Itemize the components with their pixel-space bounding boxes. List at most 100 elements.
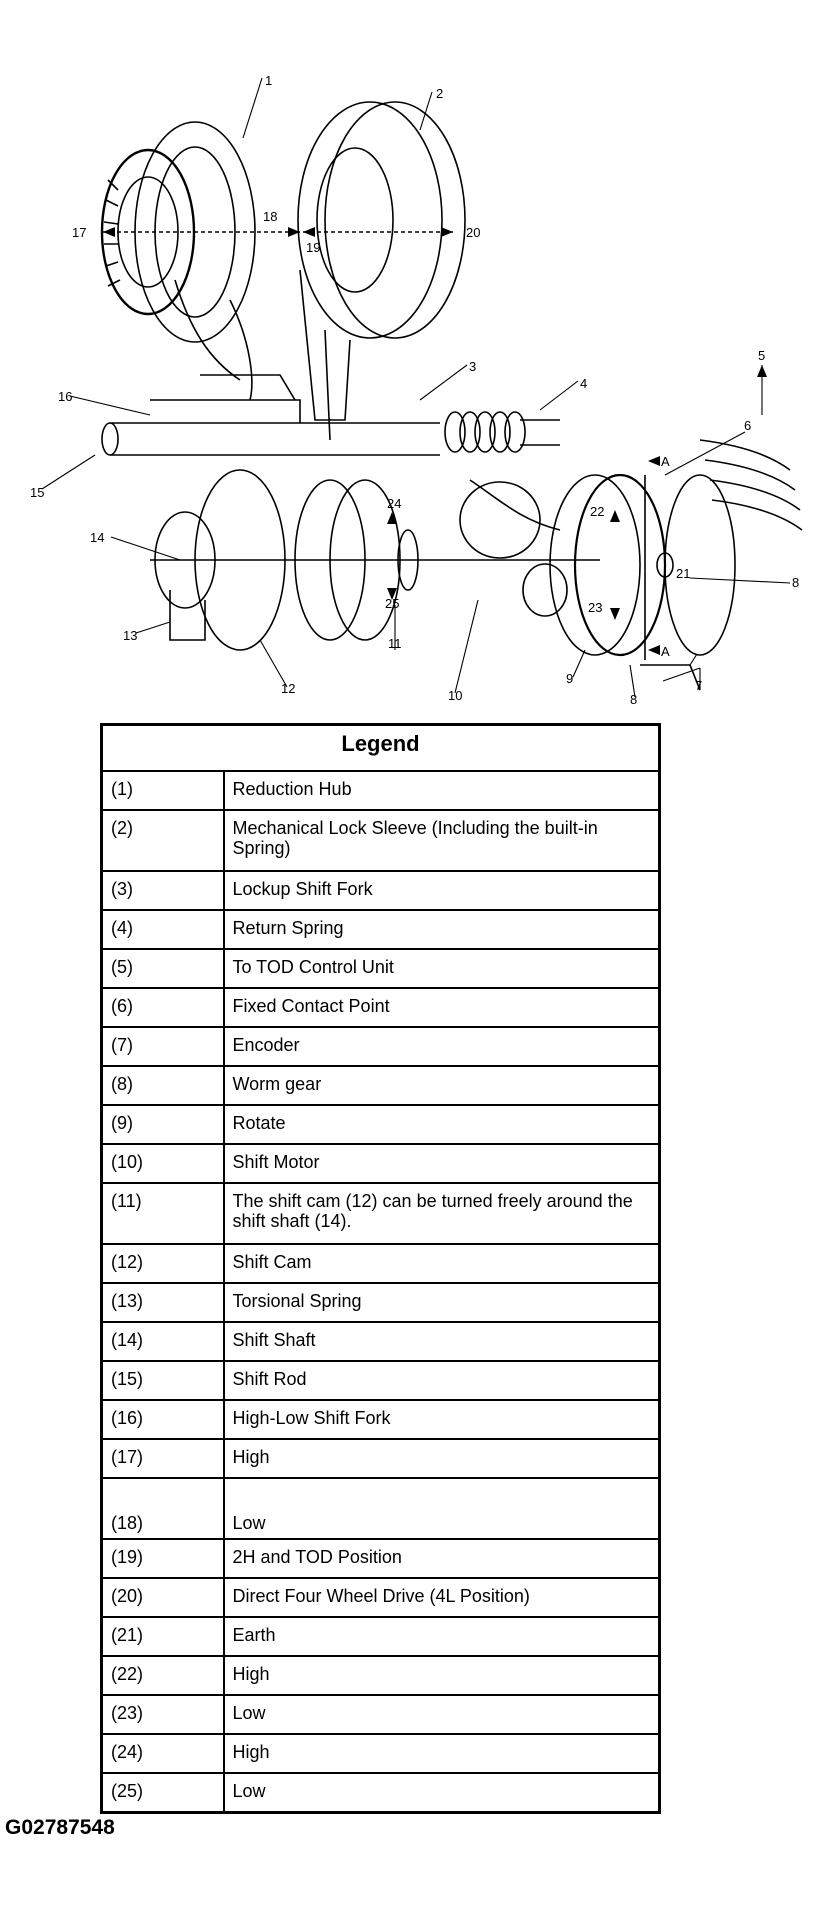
table-row: (6)Fixed Contact Point	[100, 987, 661, 1028]
callout-21: 21	[676, 566, 690, 581]
table-row: (15)Shift Rod	[100, 1360, 661, 1401]
table-row: (13)Torsional Spring	[100, 1282, 661, 1323]
table-row: (12)Shift Cam	[100, 1243, 661, 1284]
legend-description: Worm gear	[222, 1065, 661, 1106]
legend-description: Encoder	[222, 1026, 661, 1067]
table-row: (16)High-Low Shift Fork	[100, 1399, 661, 1440]
callout-20: 20	[466, 225, 480, 240]
legend-description: Rotate	[222, 1104, 661, 1145]
legend-description: Shift Rod	[222, 1360, 661, 1401]
callout-2: 2	[436, 86, 443, 101]
legend-number: (25)	[100, 1772, 225, 1814]
table-row: (10)Shift Motor	[100, 1143, 661, 1184]
legend-number: (1)	[100, 770, 225, 811]
table-row: (19)2H and TOD Position	[100, 1538, 661, 1579]
legend-number: (17)	[100, 1438, 225, 1479]
callout-24: 24	[387, 496, 401, 511]
shift-motor-drawing	[459, 479, 568, 617]
callout-16: 16	[58, 389, 72, 404]
callout-1: 1	[265, 73, 272, 88]
legend-number: (19)	[100, 1538, 225, 1579]
legend-number: (18)	[100, 1477, 225, 1540]
legend-description: Mechanical Lock Sleeve (Including the bu…	[222, 809, 661, 872]
lock-sleeve-drawing	[297, 101, 466, 441]
legend-description: Torsional Spring	[222, 1282, 661, 1323]
legend-number: (20)	[100, 1577, 225, 1618]
legend-number: (22)	[100, 1655, 225, 1696]
legend-number: (5)	[100, 948, 225, 989]
legend-description: Shift Motor	[222, 1143, 661, 1184]
callout-17: 17	[72, 225, 86, 240]
table-row: (4)Return Spring	[100, 909, 661, 950]
legend-number: (9)	[100, 1104, 225, 1145]
legend-number: (10)	[100, 1143, 225, 1184]
legend-number: (21)	[100, 1616, 225, 1657]
section-mark-a-top: A	[661, 454, 670, 469]
transfer-case-shift-diagram: 1 2 3 4 5 6 7 8 8 9 10 11 12 13 14 15 16…	[30, 73, 803, 705]
leader-lines	[41, 77, 791, 698]
table-row: (14)Shift Shaft	[100, 1321, 661, 1362]
table-row: (1)Reduction Hub	[100, 770, 661, 811]
legend-description: Lockup Shift Fork	[222, 870, 661, 911]
legend-number: (4)	[100, 909, 225, 950]
table-row: (24)High	[100, 1733, 661, 1774]
legend-description: To TOD Control Unit	[222, 948, 661, 989]
legend-description: Earth	[222, 1616, 661, 1657]
callout-10: 10	[448, 688, 462, 703]
legend-number: (23)	[100, 1694, 225, 1735]
table-row: (21)Earth	[100, 1616, 661, 1657]
callout-25: 25	[385, 596, 399, 611]
legend-description: Reduction Hub	[222, 770, 661, 811]
figure-code: G02787548	[5, 1816, 115, 1839]
callout-4: 4	[580, 376, 587, 391]
legend-number: (11)	[100, 1182, 225, 1245]
callout-19: 19	[306, 240, 320, 255]
callout-11: 11	[388, 636, 402, 651]
callout-6: 6	[744, 418, 751, 433]
legend-description: High-Low Shift Fork	[222, 1399, 661, 1440]
callout-8b: 8	[630, 692, 637, 705]
legend-title: Legend	[100, 723, 661, 772]
legend-number: (3)	[100, 870, 225, 911]
legend-number: (8)	[100, 1065, 225, 1106]
callout-labels: 1 2 3 4 5 6 7 8 8 9 10 11 12 13 14 15 16…	[30, 73, 799, 705]
table-row: (23)Low	[100, 1694, 661, 1735]
table-row: (3)Lockup Shift Fork	[100, 870, 661, 911]
legend-number: (13)	[100, 1282, 225, 1323]
callout-23: 23	[588, 600, 602, 615]
callout-22: 22	[590, 504, 604, 519]
legend-description: Low	[222, 1694, 661, 1735]
legend-description: Low	[222, 1477, 661, 1540]
legend-description: Direct Four Wheel Drive (4L Position)	[222, 1577, 661, 1618]
callout-8: 8	[792, 575, 799, 590]
reduction-hub-drawing	[100, 121, 256, 401]
callout-7: 7	[695, 678, 702, 693]
legend-table: Legend (1)Reduction Hub (2)Mechanical Lo…	[100, 723, 661, 1814]
legend-description: Fixed Contact Point	[222, 987, 661, 1028]
table-row: (25)Low	[100, 1772, 661, 1814]
callout-14: 14	[90, 530, 104, 545]
callout-18: 18	[263, 209, 277, 224]
callout-13: 13	[123, 628, 137, 643]
callout-9: 9	[566, 671, 573, 686]
shift-cam-drawing	[150, 469, 600, 651]
table-row: (7)Encoder	[100, 1026, 661, 1067]
legend-number: (6)	[100, 987, 225, 1028]
return-spring-drawing	[444, 411, 560, 453]
callout-5: 5	[758, 348, 765, 363]
table-row: (17)High	[100, 1438, 661, 1479]
legend-description: Low	[222, 1772, 661, 1814]
section-mark-a-bottom: A	[661, 644, 670, 659]
legend-description: High	[222, 1655, 661, 1696]
callout-12: 12	[281, 681, 295, 696]
shift-rod-drawing	[101, 374, 440, 456]
legend-description: Return Spring	[222, 909, 661, 950]
table-row: (22)High	[100, 1655, 661, 1696]
legend-description: Shift Cam	[222, 1243, 661, 1284]
table-row: (11)The shift cam (12) can be turned fre…	[100, 1182, 661, 1245]
table-row: (18)Low	[100, 1477, 661, 1540]
callout-15: 15	[30, 485, 44, 500]
legend-description: High	[222, 1733, 661, 1774]
table-row: (20)Direct Four Wheel Drive (4L Position…	[100, 1577, 661, 1618]
legend-number: (24)	[100, 1733, 225, 1774]
